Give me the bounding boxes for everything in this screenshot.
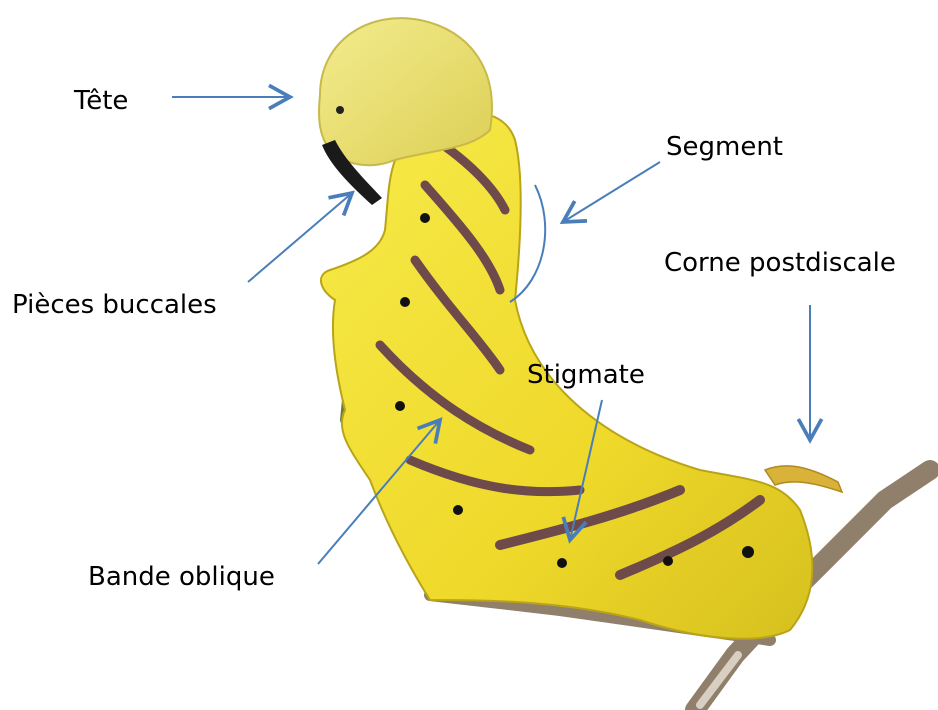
label-pieces-buccales: Pièces buccales bbox=[12, 292, 217, 318]
label-bande-oblique: Bande oblique bbox=[88, 564, 275, 590]
label-segment: Segment bbox=[666, 134, 783, 160]
label-corne-postdiscale: Corne postdiscale bbox=[664, 250, 896, 276]
label-stigmate: Stigmate bbox=[527, 362, 645, 388]
arrow-segment bbox=[563, 162, 660, 222]
label-tete: Tête bbox=[74, 88, 128, 114]
